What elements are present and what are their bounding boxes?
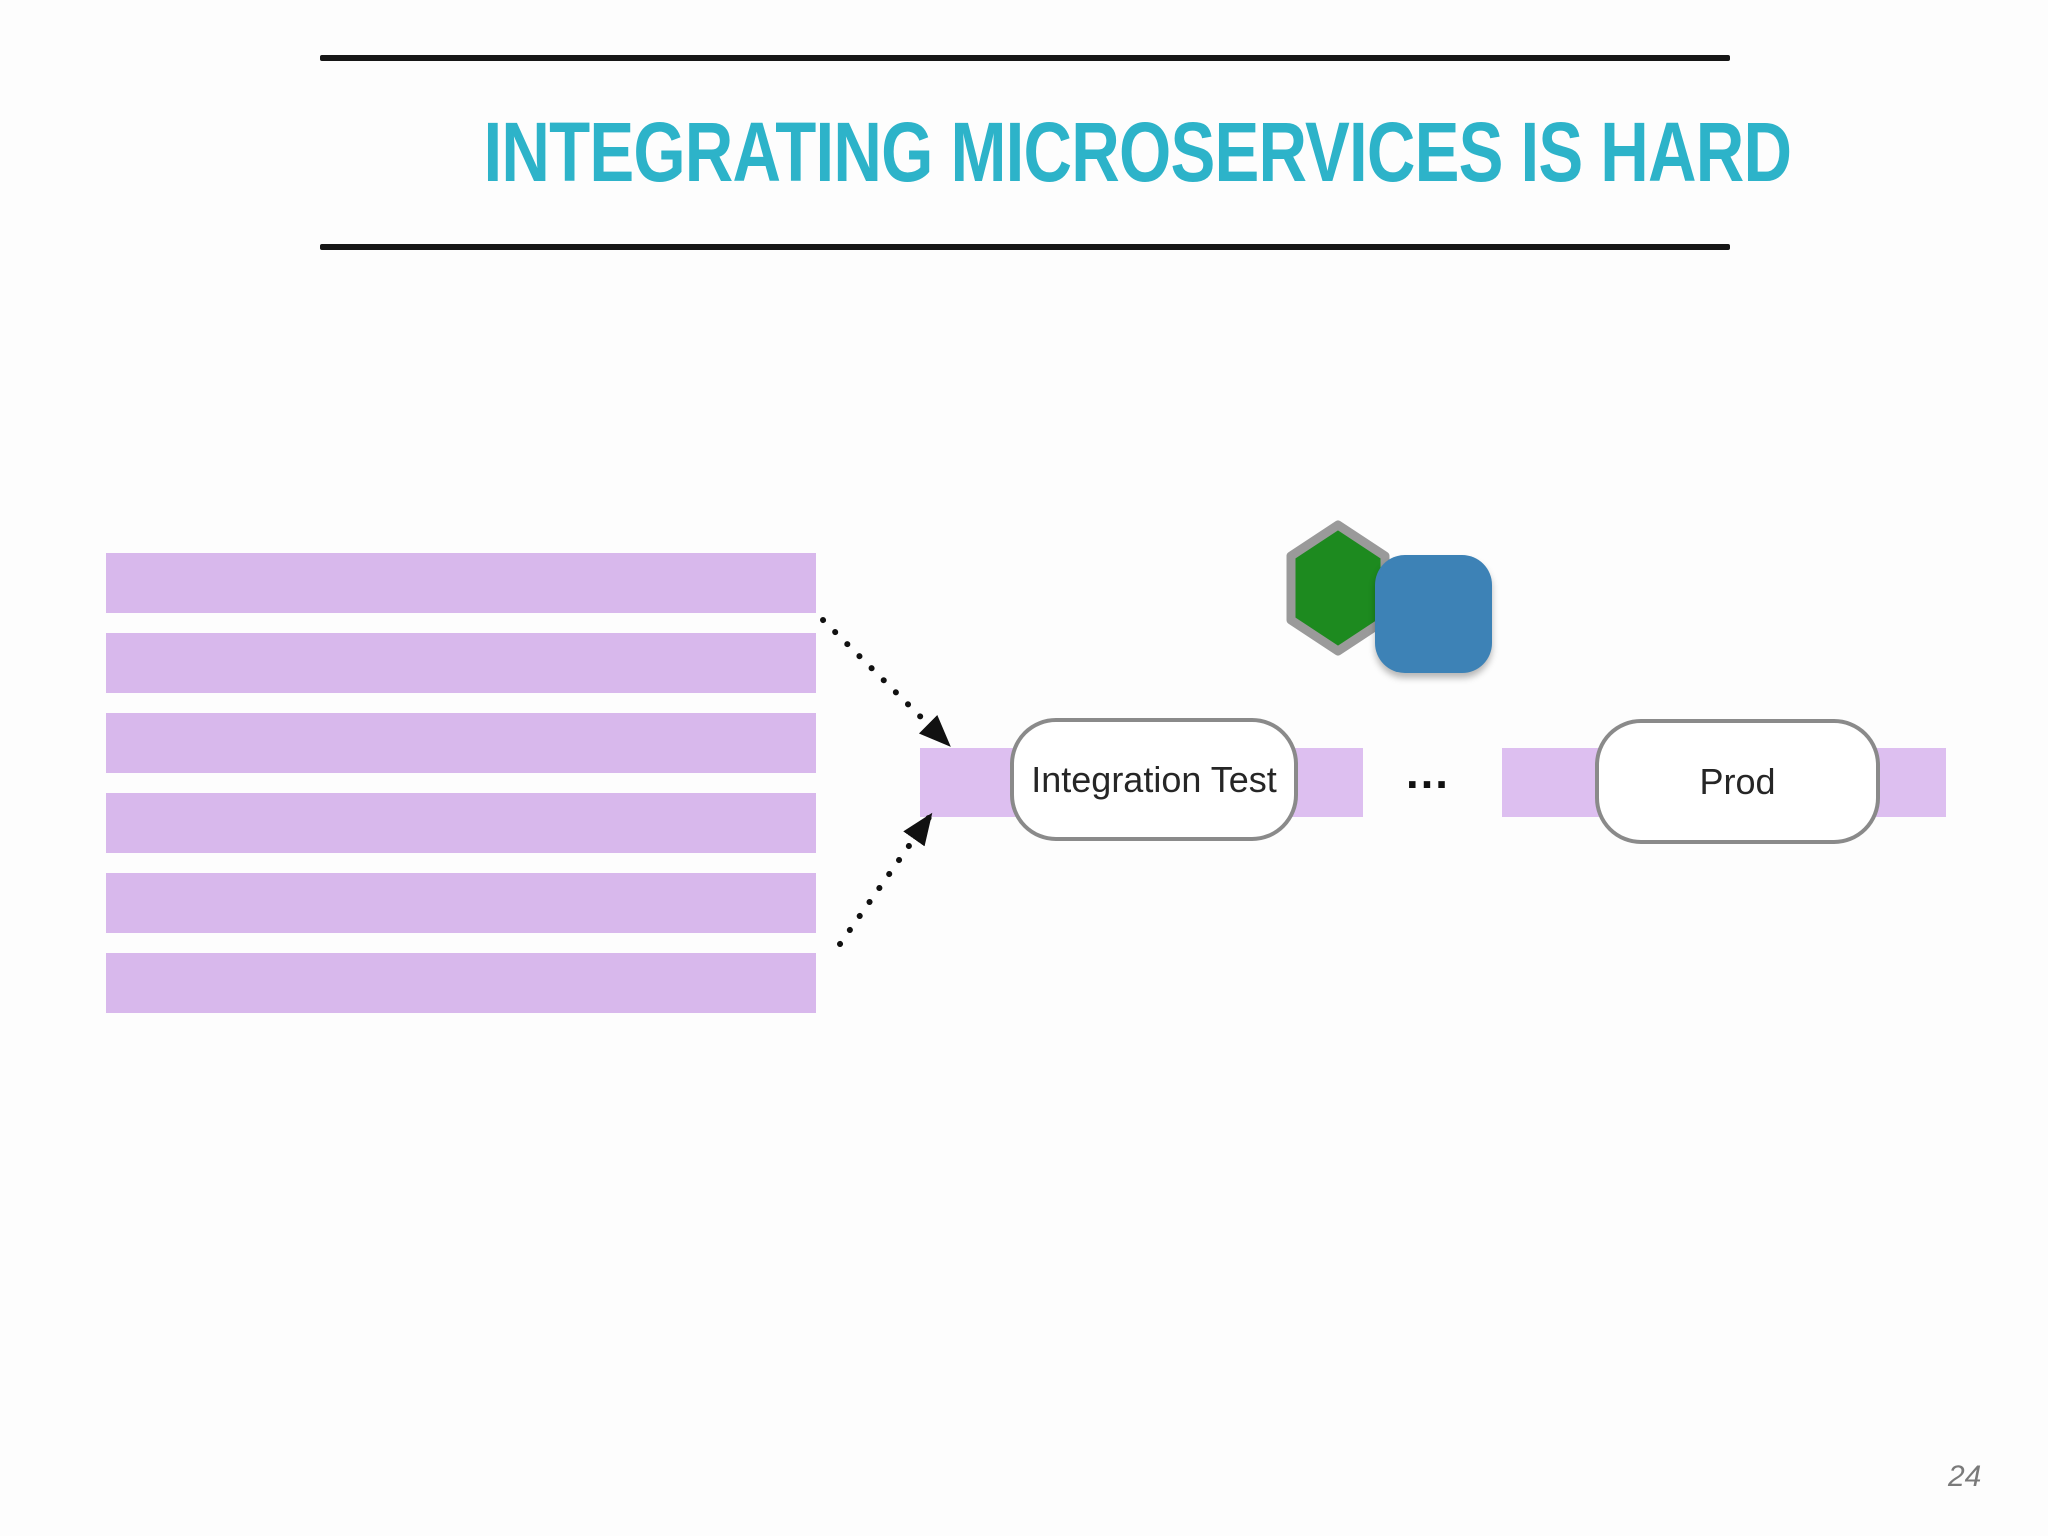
dotted-arrow-bottom: [837, 812, 933, 947]
blue-square-icon: [1375, 555, 1492, 673]
dotted-arrow-top: [820, 617, 951, 747]
green-hexagon-icon: [1286, 520, 1390, 656]
branch-bar-1: [106, 553, 816, 613]
branch-bar-6: [106, 953, 816, 1013]
integration-test-label: Integration Test: [1031, 758, 1277, 800]
integration-test-node: Integration Test: [1010, 718, 1298, 841]
title-bottom-rule: [320, 244, 1730, 250]
prod-label: Prod: [1699, 760, 1776, 802]
slide-title-text: INTEGRATING MICROSERVICES IS HARD: [483, 105, 1792, 199]
slide-title: INTEGRATING MICROSERVICES IS HARD: [320, 106, 1792, 198]
title-top-rule: [320, 55, 1730, 61]
page-number: 24: [1948, 1460, 1982, 1493]
branch-bar-4: [106, 793, 816, 853]
branch-bar-5: [106, 873, 816, 933]
branch-bar-2: [106, 633, 816, 693]
pipeline-ellipsis: …: [1404, 746, 1455, 798]
prod-node: Prod: [1595, 719, 1880, 844]
branch-bar-3: [106, 713, 816, 773]
